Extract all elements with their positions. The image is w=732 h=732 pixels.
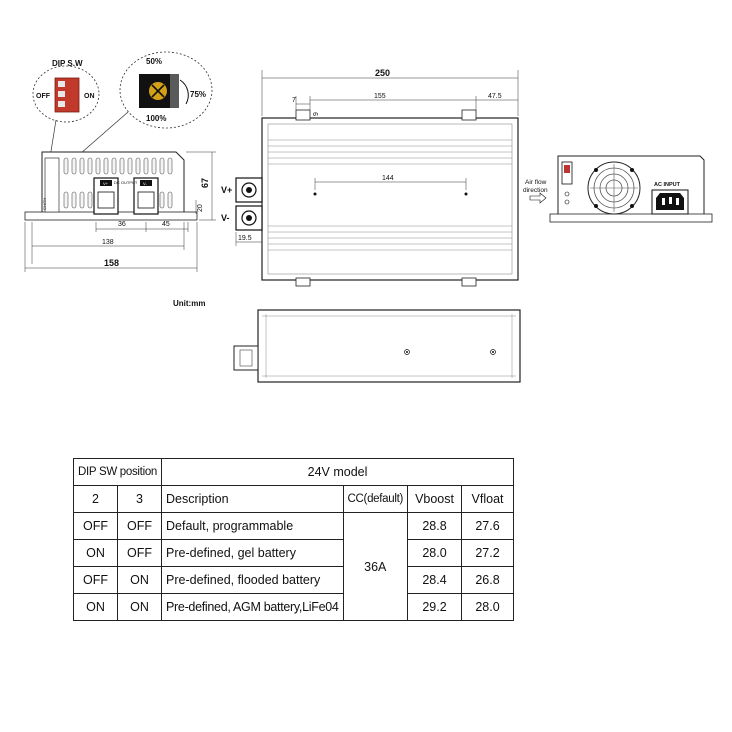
cell-sw3: OFF [116,512,163,540]
top-v-plus-label: V+ [221,185,232,195]
cell-vboost: 28.0 [407,539,463,567]
cell-vfloat: 27.6 [461,512,515,540]
header-dip-sw: DIP SW position [72,458,163,486]
fan-icon [587,161,641,215]
potentiometer-callout: 50% 75% 100% [63,51,213,169]
technical-drawing: DIP S.W OFF ON 50% 75% 100% [24,51,713,383]
dim-top-7: 7 [292,97,296,104]
cell-description: Default, programmable [161,512,344,540]
header-description: Description [161,485,344,513]
cell-vfloat: 26.8 [461,566,515,594]
pot-100-label: 100% [146,114,166,123]
top-v-minus-label: V- [221,213,230,223]
dip-title: DIP S.W [52,59,83,68]
dim-front-138: 138 [102,239,114,246]
cell-sw3: ON [116,566,163,594]
cell-vboost: 28.4 [407,566,463,594]
dip-toggle-2 [58,91,65,97]
top-view-ribs [268,139,512,251]
cell-cc-value: 36A [342,512,409,621]
dim-top-9: 9 [313,112,320,116]
table-row: OFF ON Pre-defined, flooded battery 28.4… [73,566,515,594]
table-row: ON OFF Pre-defined, gel battery 28.0 27.… [73,539,515,567]
cell-description: Pre-defined, AGM battery,LiFe04 [161,593,344,621]
cell-vboost: 29.2 [407,593,463,621]
dim-front-158: 158 [104,258,119,268]
top-view: V+ V- 250 7 155 47.5 9 144 19.5 [221,68,519,287]
dim-front-67: 67 [200,178,210,188]
pot-50-label: 50% [146,57,162,66]
airflow-label-2: direction [523,187,548,194]
terminal-v-minus-tag: V- [143,181,147,186]
dim-front-20: 20 [197,204,204,212]
side-view [233,309,521,383]
dip-switch-callout: DIP S.W OFF ON [32,59,100,171]
airflow-arrow-icon [529,192,547,204]
dip-switch-spec-table: DIP SW position 24V model 2 3 Descriptio… [72,458,515,621]
header-col-3: 3 [116,485,163,513]
header-vfloat: Vfloat [461,485,515,513]
table-row: OFF OFF Default, programmable 36A 28.8 2… [73,512,515,621]
front-vents [63,157,173,209]
dim-top-144: 144 [382,175,394,182]
cell-vfloat: 28.0 [461,593,515,621]
airflow-label-1: Air flow [525,179,547,186]
cell-vfloat: 27.2 [461,539,515,567]
cell-sw3: ON [116,593,163,621]
dim-top-250: 250 [375,68,390,78]
rear-view: AC INPUT Air flow direction [523,155,713,223]
cell-description: Pre-defined, flooded battery [161,566,344,594]
cell-sw2: OFF [73,566,118,594]
cell-sw2: ON [73,539,118,567]
table-header-row-2: 2 3 Description CC(default) Vboost Vfloa… [73,485,515,513]
dim-front-45: 45 [162,221,170,228]
cell-sw2: OFF [73,512,118,540]
table-row: ON ON Pre-defined, AGM battery,LiFe04 29… [73,593,515,621]
header-col-2: 2 [73,485,118,513]
cell-vboost: 28.8 [407,512,463,540]
pot-arc-arrow-icon [179,79,189,105]
front-side-label: CH/TH [42,198,47,210]
dip-off-label: OFF [36,93,51,100]
header-cc: CC(default) [342,485,409,513]
dim-top-47-5: 47.5 [488,93,502,100]
front-view: CH/TH V+ DC OUTPUT V- 67 20 36 45 138 15… [24,151,216,272]
terminal-v-plus-tag: V+ [103,181,109,186]
front-control-panel [44,157,60,213]
dim-top-19-5: 19.5 [238,235,252,242]
cell-sw3: OFF [116,539,163,567]
table-header-row-1: DIP SW position 24V model [72,458,515,486]
dip-toggle-1 [58,81,65,87]
pot-75-label: 75% [190,90,206,99]
dim-front-36: 36 [118,221,126,228]
cell-sw2: ON [73,593,118,621]
unit-label: Unit:mm [173,299,205,308]
cell-description: Pre-defined, gel battery [161,539,344,567]
header-vboost: Vboost [407,485,463,513]
header-model: 24V model [161,458,515,486]
ac-input-label: AC INPUT [654,182,681,188]
dip-toggle-3 [58,101,65,107]
dip-on-label: ON [84,93,95,100]
dc-output-label: DC OUTPUT [114,180,138,185]
dim-top-155: 155 [374,93,386,100]
